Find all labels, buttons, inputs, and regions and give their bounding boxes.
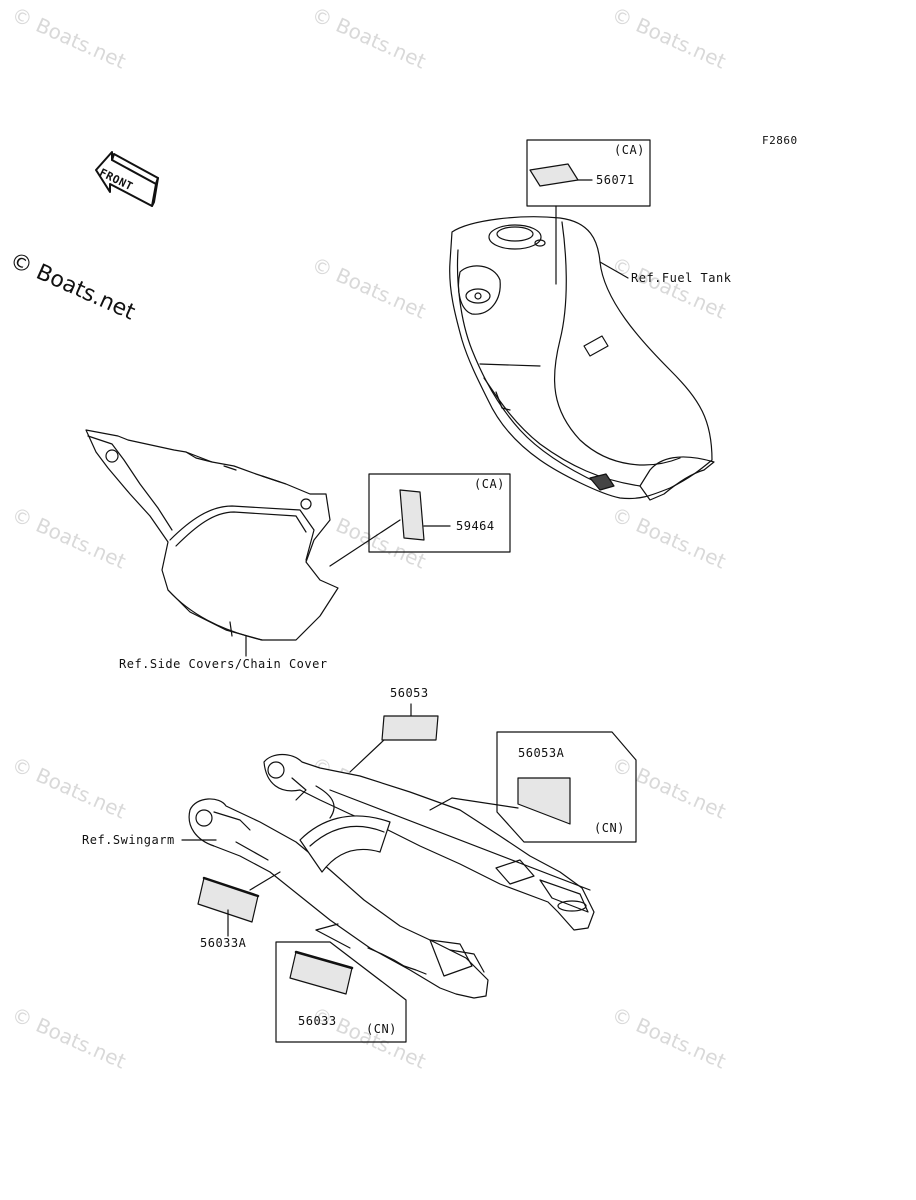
part-number-56033A: 56033A — [200, 936, 247, 950]
label-box-56053A — [429, 731, 637, 843]
side-cover-part-number: 59464 — [456, 519, 495, 533]
label-box-56033 — [275, 923, 407, 1043]
fuel-tank-label-box — [526, 139, 651, 285]
fuel-tank-region: (CA) — [614, 143, 645, 157]
part-number-56033: 56033 — [298, 1014, 337, 1028]
fuel-tank-part-number: 56071 — [596, 173, 635, 187]
front-arrow-icon — [95, 151, 159, 207]
side-cover-ref-label: Ref.Side Covers/Chain Cover — [119, 657, 328, 671]
side-cover-label-box — [329, 473, 511, 567]
label-56033A — [181, 839, 281, 937]
part-number-56053A: 56053A — [518, 746, 565, 760]
fuel-tank-ref-label: Ref.Fuel Tank — [631, 271, 732, 285]
swingarm-drawing — [188, 753, 595, 999]
figure-code: F2860 — [762, 134, 798, 147]
side-cover-region: (CA) — [474, 477, 505, 491]
swingarm-ref-label: Ref.Swingarm — [82, 833, 175, 847]
region-56033: (CN) — [366, 1022, 397, 1036]
part-number-56053: 56053 — [390, 686, 429, 700]
fuel-tank-drawing — [449, 216, 715, 501]
side-cover-drawing — [85, 429, 339, 657]
region-56053A: (CN) — [594, 821, 625, 835]
label-56053 — [349, 703, 439, 773]
